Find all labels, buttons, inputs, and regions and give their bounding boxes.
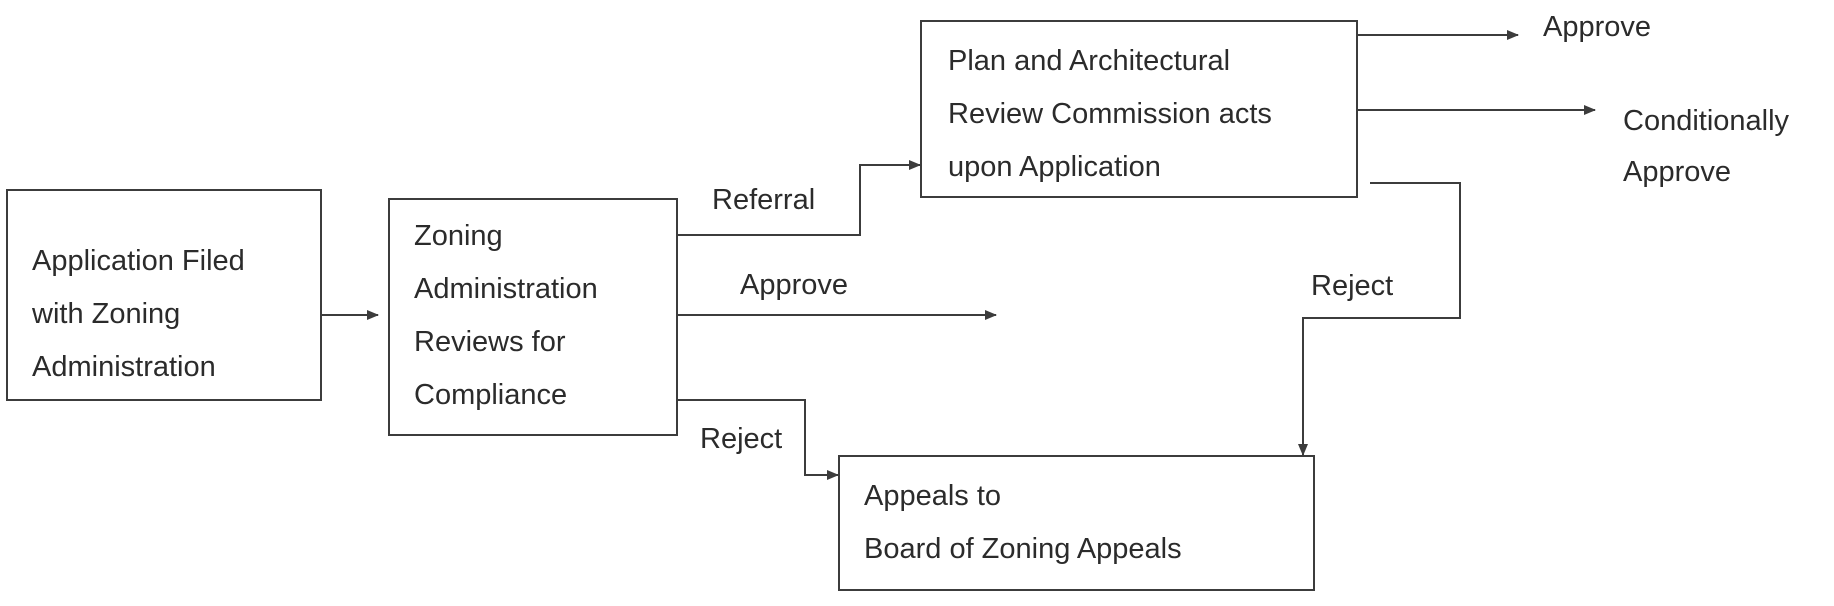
edge-label-approve-zoning: Approve — [740, 269, 849, 301]
node-application-filed-text: Application Filed with Zoning Administra… — [32, 235, 245, 394]
edge-label-conditionally-approve-line-2: Approve — [1623, 156, 1732, 188]
edge-label-referral: Referral — [712, 184, 816, 216]
node-application-filed-line-3: Administration — [32, 351, 216, 383]
edge-label-reject-zoning: Reject — [700, 423, 783, 455]
node-zoning-review-line-4: Compliance — [414, 379, 568, 411]
node-application-filed-line-1: Application Filed — [32, 245, 245, 277]
edge-label-conditionally-approve-line-1: Conditionally — [1623, 105, 1790, 137]
node-commission-line-1: Plan and Architectural — [948, 45, 1231, 77]
edge-label-reject-commission: Reject — [1311, 270, 1394, 302]
node-application-filed — [6, 189, 322, 401]
node-zoning-review — [388, 198, 678, 436]
edge-label-conditionally-approve: Conditionally Approve — [1623, 96, 1789, 198]
node-commission-line-3: upon Application — [948, 151, 1161, 183]
node-commission — [920, 20, 1358, 198]
node-appeals-line-1: Appeals to — [864, 480, 1002, 512]
node-application-filed-line-2: with Zoning — [32, 298, 181, 330]
node-appeals-text: Appeals to Board of Zoning Appeals — [864, 470, 1182, 576]
arrow-reject-zoning — [678, 399, 839, 480]
edge-label-approve-commission: Approve — [1543, 11, 1652, 43]
node-zoning-review-line-3: Reviews for — [414, 326, 566, 358]
node-commission-text: Plan and Architectural Review Commission… — [948, 35, 1272, 194]
node-zoning-review-line-1: Zoning — [414, 220, 503, 252]
node-zoning-review-line-2: Administration — [414, 273, 598, 305]
arrow-reject-commission — [1298, 182, 1461, 456]
node-commission-line-2: Review Commission acts — [948, 98, 1272, 130]
node-appeals — [838, 455, 1315, 591]
node-zoning-review-text: Zoning Administration Reviews for Compli… — [414, 210, 598, 422]
arrow-referral — [678, 160, 921, 236]
node-appeals-line-2: Board of Zoning Appeals — [864, 533, 1182, 565]
